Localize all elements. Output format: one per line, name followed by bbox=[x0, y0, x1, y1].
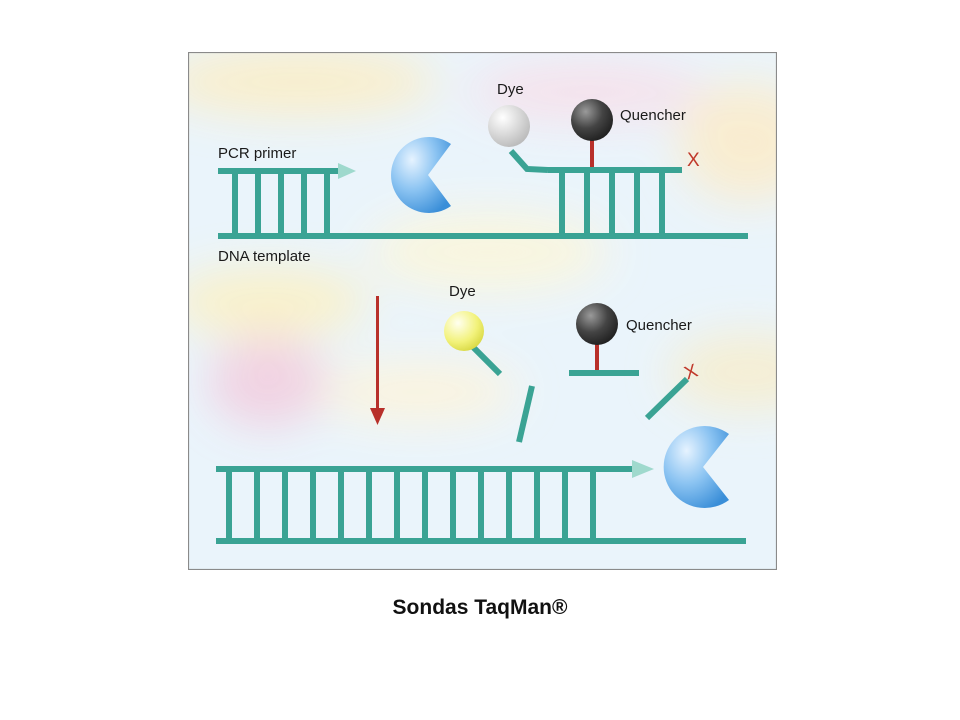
figure-border bbox=[188, 52, 777, 570]
dna-template-label: DNA template bbox=[218, 248, 311, 265]
extended-dna-duplex bbox=[216, 460, 746, 544]
quencher-linker-bottom bbox=[595, 343, 599, 370]
quencher-fragment bbox=[569, 370, 639, 376]
background-wash bbox=[188, 52, 777, 427]
dye-fragment bbox=[468, 342, 503, 377]
quencher-linker bbox=[590, 140, 594, 167]
polymerase-icon-bottom bbox=[663, 425, 729, 508]
pcr-primer-label: PCR primer bbox=[218, 145, 296, 162]
arrow-down-icon bbox=[370, 296, 385, 425]
dye-label-top: Dye bbox=[497, 81, 524, 98]
quencher-label-bottom: Quencher bbox=[626, 317, 692, 334]
dye-icon bbox=[488, 105, 530, 147]
polymerase-icon bbox=[391, 137, 451, 214]
end-fragment bbox=[644, 376, 690, 421]
figure-caption: Sondas TaqMan® bbox=[392, 596, 568, 619]
dye-released-icon bbox=[444, 311, 484, 351]
taqman-diagram: X PCR primer DNA template Dye Quencher D… bbox=[188, 52, 777, 570]
quencher-icon bbox=[571, 99, 613, 141]
quencher-released-icon bbox=[576, 303, 618, 345]
dna-template-strand-top bbox=[218, 233, 748, 239]
cleavage-x-icon: X bbox=[687, 150, 700, 171]
taqman-probe bbox=[508, 149, 682, 233]
quencher-label-top: Quencher bbox=[620, 107, 686, 124]
pcr-primer-strand bbox=[218, 163, 356, 233]
dye-label-bottom: Dye bbox=[449, 283, 476, 300]
probe-fragment bbox=[516, 385, 535, 443]
